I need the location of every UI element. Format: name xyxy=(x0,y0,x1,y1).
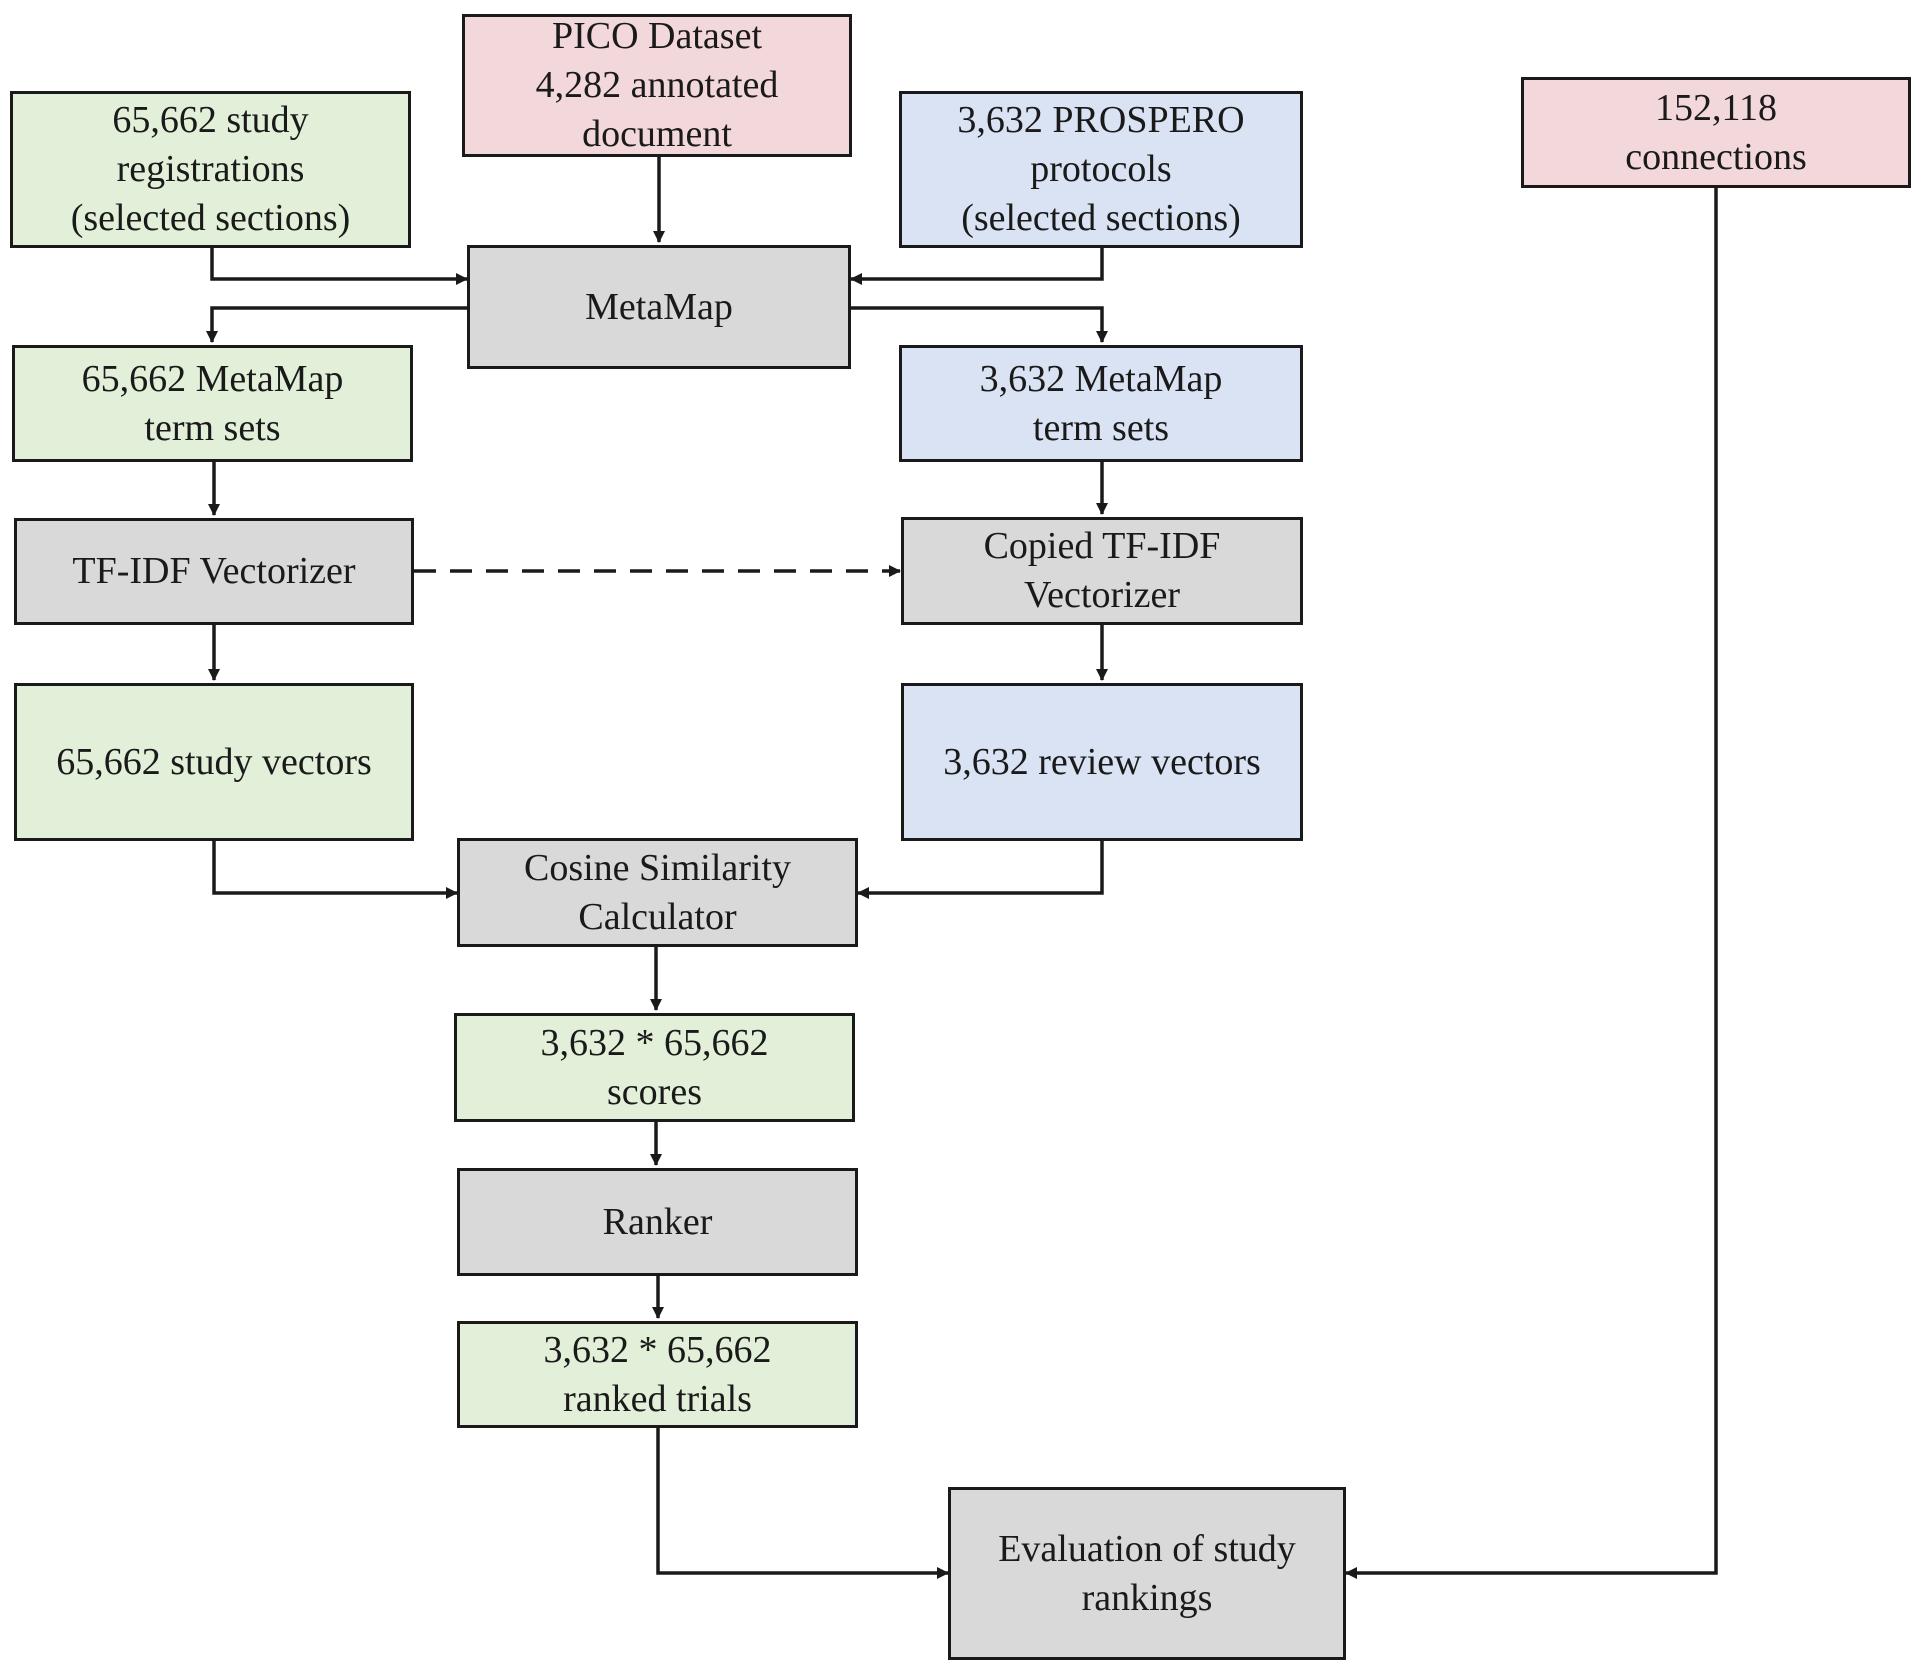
node-label-line: 65,662 study vectors xyxy=(56,740,372,783)
node-label-line: Vectorizer xyxy=(1023,574,1181,616)
edge-study-vectors-to-cosine xyxy=(212,841,458,899)
node-label-line: document xyxy=(582,113,732,155)
node-label-line: Calculator xyxy=(578,895,737,938)
node-label-line: 152,118 xyxy=(1654,86,1778,129)
node-label-line: 3,632 * 65,662 xyxy=(540,1021,769,1064)
ranked-trials-node: 3,632 * 65,662 ranked trials xyxy=(457,1321,858,1428)
node-label-line: 3,632 * 65,662 xyxy=(543,1328,772,1371)
node-label-line: scores xyxy=(607,1070,702,1113)
node-label-line: TF-IDF Vectorizer xyxy=(72,550,356,592)
edge-ranked-trials-to-evaluation xyxy=(656,1428,949,1579)
node-label-line: 3,632 MetaMap xyxy=(979,357,1223,400)
connections-node: 152,118 connections xyxy=(1521,77,1911,188)
node-label-line: MetaMap xyxy=(585,285,733,328)
study-term-sets-node: 65,662 MetaMap term sets xyxy=(12,345,413,462)
study-vectors-node: 65,662 study vectors xyxy=(14,683,414,841)
edge-study-registrations-to-metamap xyxy=(210,248,468,285)
edge-metamap-to-study-term-sets xyxy=(206,306,467,343)
review-vectors-node: 3,632 review vectors xyxy=(901,683,1303,841)
edge-prospero-to-metamap xyxy=(850,248,1104,285)
node-label-line: 3,632 PROSPERO xyxy=(957,99,1245,141)
node-label-line: Evaluation of study xyxy=(998,1527,1296,1570)
node-label-line: 65,662 study xyxy=(112,99,309,141)
review-term-sets-node: 3,632 MetaMap term sets xyxy=(899,345,1303,462)
node-label-line: 65,662 MetaMap xyxy=(81,357,344,400)
node-label-line: term sets xyxy=(1032,406,1170,449)
copied-tfidf-vectorizer-node: Copied TF-IDF Vectorizer xyxy=(901,517,1303,625)
edge-review-vectors-to-cosine xyxy=(857,841,1104,899)
study-registrations-node: 65,662 study registrations (selected secti… xyxy=(10,91,411,248)
ranker-node: Ranker xyxy=(457,1168,858,1276)
node-label-line: Ranker xyxy=(602,1200,713,1243)
node-label-line: connections xyxy=(1625,135,1807,178)
edge-connections-to-evaluation xyxy=(1345,188,1718,1579)
prospero-protocols-node: 3,632 PROSPERO protocols (selected section… xyxy=(899,91,1303,248)
scores-node: 3,632 * 65,662 scores xyxy=(454,1013,855,1122)
node-label-line: registrations xyxy=(116,148,305,190)
pico-dataset-node: PICO Dataset 4,282 annotated document xyxy=(462,14,852,157)
node-label-line: Copied TF-IDF xyxy=(983,525,1221,567)
node-label-line: term sets xyxy=(144,406,281,449)
node-label-line: 4,282 annotated xyxy=(535,64,779,106)
edge-metamap-to-review-term-sets xyxy=(851,306,1108,343)
node-label-line: 3,632 review vectors xyxy=(943,740,1261,783)
node-label-line: (selected sections) xyxy=(961,197,1241,239)
node-label-line: PICO Dataset xyxy=(551,15,763,57)
evaluation-node: Evaluation of study rankings xyxy=(948,1487,1346,1660)
metamap-node: MetaMap xyxy=(467,245,851,369)
node-label-line: rankings xyxy=(1081,1576,1213,1619)
tfidf-vectorizer-node: TF-IDF Vectorizer xyxy=(14,518,414,625)
node-label-line: Cosine Similarity xyxy=(523,846,792,889)
node-label-line: protocols xyxy=(1030,148,1172,190)
node-label-line: ranked trials xyxy=(563,1377,752,1420)
node-label-line: (selected sections) xyxy=(70,197,351,239)
